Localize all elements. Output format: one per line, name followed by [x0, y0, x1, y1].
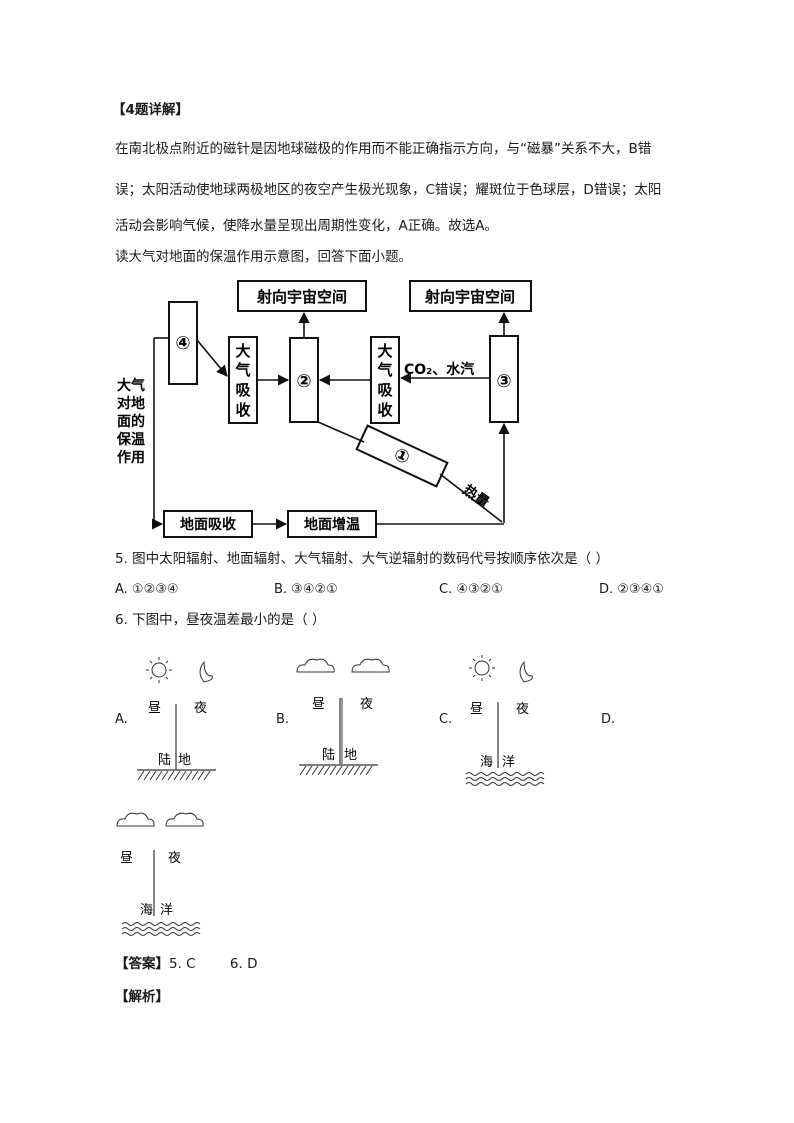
night-label: 夜 [516, 702, 529, 717]
figure-c: 昼 夜 海 洋 [465, 655, 545, 786]
answer-label: 【答案】 [115, 956, 169, 972]
land-char-2: 地 [344, 748, 357, 763]
q5-option-a[interactable]: A. ①②③④ [115, 582, 179, 597]
atm-absorb-label-2: 大 气 吸 收 [376, 342, 393, 419]
q6-stem: 6. 下图中，昼夜温差最小的是（ ） [115, 612, 326, 628]
heat-label: 热量 [460, 481, 493, 511]
q5-option-b[interactable]: B. ③④②① [274, 582, 338, 597]
num-2: ② [296, 371, 311, 392]
prev-line-3: 活动会影响气候，使降水量呈现出周期性变化，A正确。故选A。 [115, 218, 498, 234]
land-hatch [137, 770, 211, 781]
ocean-waves [121, 922, 201, 936]
land-char-2: 地 [178, 753, 191, 768]
night-label: 夜 [168, 851, 181, 866]
q5-option-c[interactable]: C. ④③②① [439, 582, 503, 597]
prev-heading: 【4题详解】 [112, 102, 189, 118]
land-hatch [299, 765, 373, 776]
space-box-left [237, 280, 367, 312]
svg-text:大气: 大气 [117, 377, 145, 394]
ground-absorb-label: 地面吸收 [180, 516, 237, 533]
cloud-icon [351, 658, 390, 673]
day-label: 昼 [312, 697, 325, 712]
ground-warm-label: 地面增温 [304, 516, 360, 533]
box-4 [168, 301, 198, 385]
moon-icon [199, 660, 213, 683]
intro-text: 读大气对地面的保温作用示意图，回答下面小题。 [115, 249, 412, 265]
svg-text:气: 气 [376, 361, 392, 379]
analysis-label: 【解析】 [115, 989, 169, 1005]
prev-line-1: 在南北极点附近的磁针是因地球磁极的作用而不能正确指示方向，与“磁暴”关系不大，B… [115, 141, 652, 157]
answer-text: 5. C 6. D [169, 956, 258, 972]
day-label: 昼 [470, 702, 483, 717]
answer-line: 【答案】5. C 6. D [115, 955, 258, 973]
figure-d: 昼 夜 海 洋 [116, 812, 204, 936]
svg-text:保温: 保温 [116, 431, 145, 448]
svg-text:对地: 对地 [117, 395, 145, 412]
cloud-icon [296, 658, 335, 673]
side-label: 大气 对地 面的 保温 作用 [116, 377, 145, 466]
sun-icon [469, 655, 495, 681]
ocean-char-1: 海 [480, 755, 493, 770]
ocean-char-1: 海 [140, 903, 153, 918]
q5-option-d[interactable]: D. ②③④① [599, 582, 664, 597]
svg-text:气: 气 [234, 361, 250, 379]
q6-option-a[interactable]: A. [115, 712, 128, 727]
q6-option-b[interactable]: B. [276, 712, 290, 727]
cloud-icon [116, 812, 155, 827]
day-label: 昼 [148, 701, 161, 716]
land-char-1: 陆 [322, 747, 335, 763]
night-label: 夜 [194, 701, 207, 716]
ocean-char-2: 洋 [502, 755, 515, 770]
co2-label: CO₂、水汽 [404, 361, 474, 378]
figure-b: 昼 夜 陆 地 [296, 658, 390, 776]
q6-option-d[interactable]: D. [601, 712, 616, 727]
svg-text:大: 大 [235, 342, 250, 360]
space-label-left: 射向宇宙空间 [256, 288, 347, 306]
ocean-waves [465, 772, 545, 786]
num-4: ④ [175, 333, 190, 354]
atm-absorb-label-1: 大 气 吸 收 [234, 342, 251, 419]
svg-text:面的: 面的 [117, 413, 145, 430]
cloud-icon [165, 812, 204, 827]
q5-stem: 5. 图中太阳辐射、地面辐射、大气辐射、大气逆辐射的数码代号按顺序依次是（ ） [115, 551, 609, 567]
day-label: 昼 [120, 851, 133, 866]
prev-line-2: 误；太阳活动使地球两极地区的夜空产生极光现象，C错误；耀斑位于色球层，D错误；太… [115, 182, 662, 198]
num-1: ① [390, 444, 413, 469]
figure-a: 昼 夜 陆 地 [137, 657, 216, 781]
num-3: ③ [496, 371, 511, 392]
moon-icon [519, 660, 533, 683]
svg-text:吸: 吸 [377, 381, 393, 399]
svg-text:收: 收 [377, 401, 392, 419]
q6-option-c[interactable]: C. [439, 712, 453, 727]
svg-text:作用: 作用 [117, 449, 145, 466]
svg-text:大: 大 [377, 342, 392, 360]
land-char-1: 陆 [158, 752, 171, 768]
space-label-right: 射向宇宙空间 [424, 288, 515, 306]
sun-icon [146, 657, 172, 683]
insulation-diagram: 射向宇宙空间 射向宇宙空间 ④ ② ③ ① 大 气 吸 收 大 气 吸 收 CO… [116, 280, 532, 538]
ocean-char-2: 洋 [160, 903, 173, 918]
svg-text:收: 收 [235, 401, 250, 419]
svg-text:吸: 吸 [235, 381, 251, 399]
night-label: 夜 [360, 697, 373, 712]
